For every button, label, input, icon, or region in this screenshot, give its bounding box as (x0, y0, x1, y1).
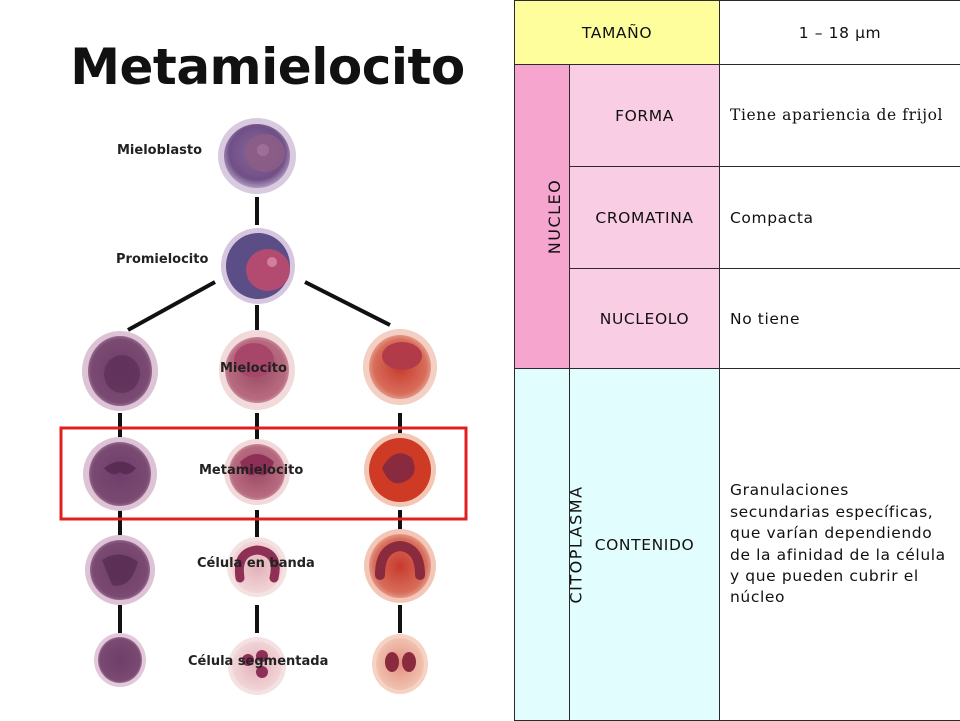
size-label: TAMAÑO (515, 1, 720, 65)
metamielocito-eosinophil-cell-image (364, 433, 436, 507)
segmentada-eosinophil-cell-image (372, 634, 428, 694)
cytoplasm-label: CITOPLASMA (567, 485, 586, 603)
stage-label-segmentada: Célula segmentada (188, 654, 328, 669)
banda-basophil-cell-image (85, 535, 155, 605)
forma-value: Tiene apariencia de frijol (720, 65, 960, 167)
nucleolo-value: No tiene (720, 269, 960, 369)
cromatina-value: Compacta (720, 167, 960, 269)
nucleus-label: NUCLEO (545, 179, 564, 254)
stage-label-mieloblasto: Mieloblasto (117, 143, 202, 158)
size-value: 1 – 18 µm (720, 1, 960, 65)
cell-lineage-diagram (0, 0, 514, 720)
mielocito-basophil-cell-image (82, 331, 158, 411)
promielocito-cell-image (221, 228, 295, 304)
stage-label-mielocito: Mielocito (220, 361, 287, 376)
mielocito-eosinophil-cell-image (363, 329, 437, 405)
stage-label-banda: Célula en banda (197, 556, 315, 571)
table-row: CROMATINA Compacta (515, 167, 960, 269)
cytoplasm-section-cell: CITOPLASMA (515, 369, 570, 721)
connector-line (305, 282, 390, 325)
segmentada-basophil-cell-image (94, 633, 146, 687)
table-row: TAMAÑO 1 – 18 µm (515, 1, 960, 65)
contenido-label: CONTENIDO (570, 369, 720, 721)
contenido-value: Granulaciones secundarias específicas, q… (720, 369, 960, 721)
connector-line (128, 282, 215, 330)
cromatina-label: CROMATINA (570, 167, 720, 269)
metamielocito-basophil-cell-image (83, 437, 157, 511)
nucleolo-label: NUCLEOLO (570, 269, 720, 369)
mieloblasto-cell-image (218, 118, 296, 194)
stage-label-metamielocito: Metamielocito (199, 463, 303, 478)
table-row: CITOPLASMA CONTENIDO Granulaciones secun… (515, 369, 960, 721)
stage-label-promielocito: Promielocito (116, 252, 208, 267)
nucleus-section-cell: NUCLEO (515, 65, 570, 369)
forma-label: FORMA (570, 65, 720, 167)
table-row: NUCLEOLO No tiene (515, 269, 960, 369)
table-row: NUCLEO FORMA Tiene apariencia de frijol (515, 65, 960, 167)
characteristics-table: TAMAÑO 1 – 18 µm NUCLEO FORMA Tiene apar… (514, 0, 960, 721)
banda-eosinophil-cell-image (364, 529, 436, 603)
